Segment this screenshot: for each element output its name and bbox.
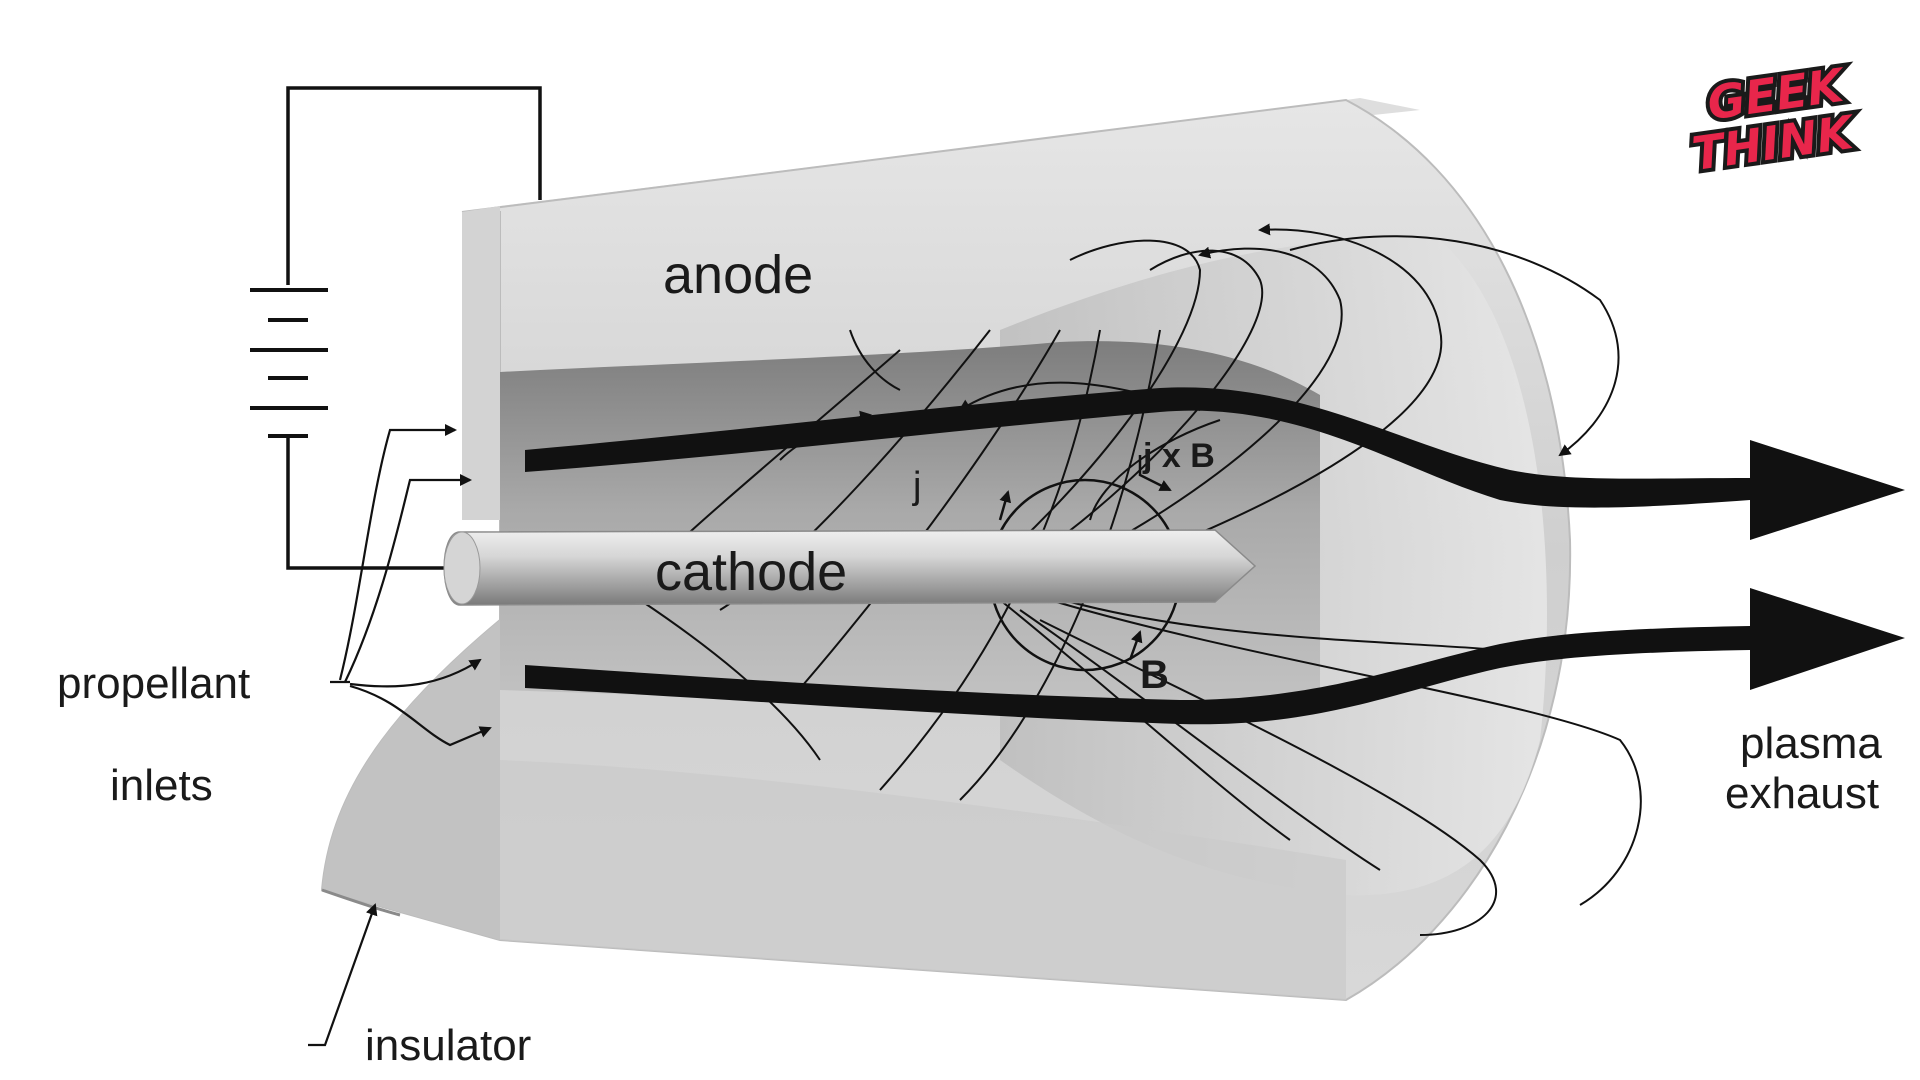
jxb-label: j x B (1142, 437, 1215, 475)
geek-think-logo: GEEK GEEK THINK THINK (1685, 54, 1863, 185)
insulator-body (322, 620, 500, 940)
upper-plasma-stream (525, 387, 1905, 540)
insulator-label: insulator (365, 1021, 531, 1070)
lower-plasma-stream (525, 588, 1905, 725)
anode-left-face (462, 206, 500, 520)
jxb-arrow (1138, 455, 1172, 492)
b-label: B (1140, 653, 1169, 697)
cathode-label: cathode (655, 542, 847, 602)
b-loop-arrow-top (998, 490, 1012, 521)
j-label: j (912, 465, 921, 507)
inlets-label: inlets (110, 761, 213, 810)
anode-label: anode (663, 245, 813, 305)
insulator-edge (321, 888, 401, 917)
propellant-label: propellant (57, 659, 250, 708)
propellant-inlet-leaders (330, 424, 492, 747)
exhaust-label: exhaust (1725, 769, 1879, 818)
anode-bottom-face (500, 760, 1346, 1000)
power-circuit (286, 86, 542, 570)
insulator-leader (308, 903, 378, 1047)
b-loop-arrow-bottom (1128, 630, 1143, 661)
cathode-rod (443, 529, 1257, 606)
plasma-label: plasma (1740, 719, 1882, 768)
battery-icon (250, 288, 328, 438)
